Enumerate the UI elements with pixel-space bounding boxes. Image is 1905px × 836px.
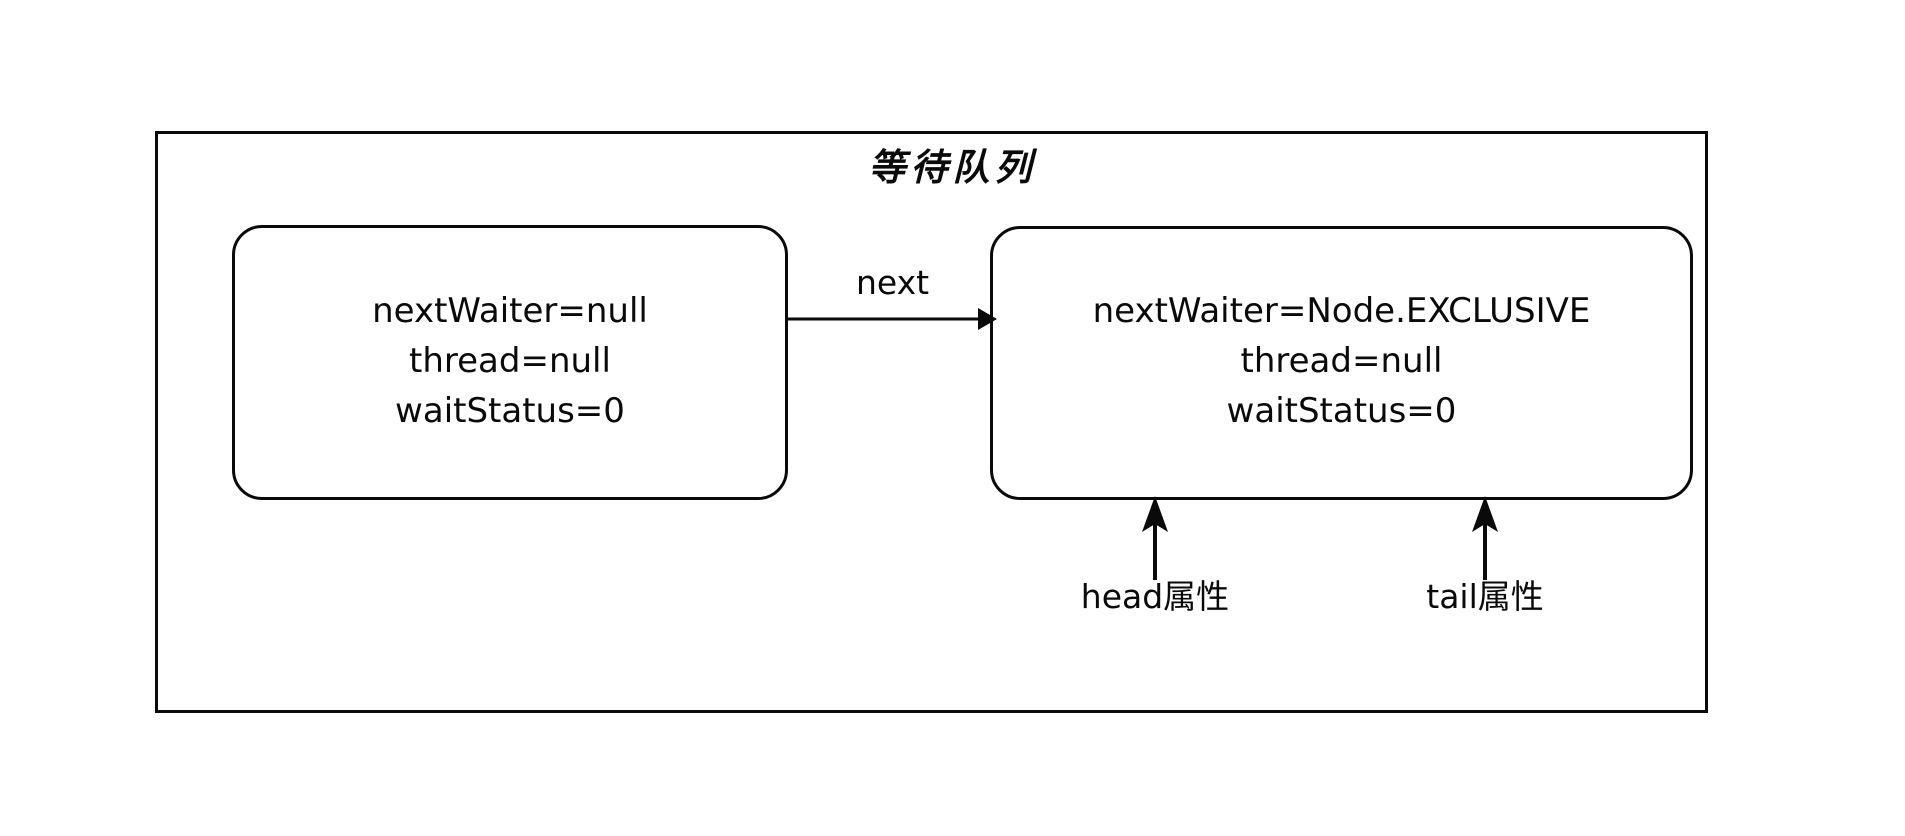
tail-node-line-nextwaiter: nextWaiter=Node.EXCLUSIVE (1092, 291, 1591, 331)
queue-title: 等待队列 (868, 146, 1037, 189)
tail-pointer-arrow-icon (1472, 496, 1498, 580)
tail-node-line-thread: thread=null (1240, 341, 1443, 381)
next-arrow-icon (785, 308, 997, 330)
next-edge-label: next (855, 263, 930, 302)
head-pointer-label: head属性 (1080, 577, 1230, 616)
tail-node-box: nextWaiter=Node.EXCLUSIVE thread=null wa… (990, 226, 1693, 500)
head-node-box: nextWaiter=null thread=null waitStatus=0 (232, 225, 788, 500)
head-pointer-arrow-icon (1142, 496, 1168, 580)
head-node-line-nextwaiter: nextWaiter=null (372, 290, 648, 331)
head-node-line-thread: thread=null (409, 340, 611, 381)
tail-node-line-waitstatus: waitStatus=0 (1226, 391, 1457, 431)
tail-pointer-label: tail属性 (1426, 577, 1544, 616)
head-node-line-waitstatus: waitStatus=0 (395, 390, 625, 431)
head-node-text: nextWaiter=null thread=null waitStatus=0 (372, 286, 648, 440)
tail-node-text: nextWaiter=Node.EXCLUSIVE thread=null wa… (1093, 286, 1591, 440)
